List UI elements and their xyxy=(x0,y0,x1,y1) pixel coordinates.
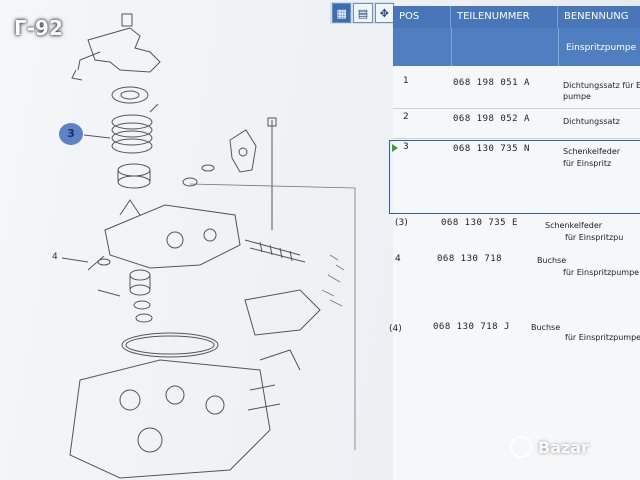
row-part-number: 068 130 718 J xyxy=(433,322,510,332)
row-part-number: 068 130 735 E xyxy=(441,218,518,228)
row-name: Buchse xyxy=(531,323,561,332)
exploded-parts-diagram[interactable]: Г-92 3 4 xyxy=(0,0,390,480)
diagram-list-toggle-button[interactable]: ▦ xyxy=(332,3,352,23)
row-name-2: für Einspritzpu xyxy=(565,233,624,242)
row-part-number: 068 130 735 N xyxy=(453,144,530,154)
selected-row-highlight xyxy=(389,140,640,214)
row-pos: 3 xyxy=(403,142,409,152)
view-toolbar: ▦ ▤ ✥ xyxy=(330,2,394,24)
row-name: Schenkelfeder xyxy=(563,147,621,156)
overlay-label: Г-92 xyxy=(14,16,63,40)
watermark-logo-icon xyxy=(510,436,532,458)
diagram-list-icon: ▦ xyxy=(336,6,347,20)
row-pos: 4 xyxy=(395,254,401,264)
column-header-benennung[interactable]: BENENNUNG xyxy=(558,6,640,28)
table-body: 1 068 198 051 A Dichtungssatz für E pump… xyxy=(389,66,640,480)
table-group-header: Einspritzpumpe xyxy=(393,28,640,66)
move-arrows-icon: ✥ xyxy=(379,6,389,20)
row-name-2: pumpe xyxy=(563,92,591,101)
book-view-button[interactable]: ▤ xyxy=(353,3,373,23)
row-divider xyxy=(393,108,640,109)
row-name: Buchse xyxy=(537,256,567,265)
row-name: Dichtungssatz xyxy=(563,117,620,126)
row-part-number: 068 198 052 A xyxy=(453,114,530,124)
row-pos: (4) xyxy=(389,324,402,334)
move-view-button[interactable]: ✥ xyxy=(374,3,394,23)
row-name-2: für Einspritzpumpe xyxy=(563,268,640,277)
book-icon: ▤ xyxy=(357,6,369,20)
parts-table: POS TEILENUMMER BENENNUNG Einspritzpumpe… xyxy=(389,0,640,480)
watermark: Bazar xyxy=(510,436,589,458)
column-header-pos[interactable]: POS xyxy=(393,6,451,28)
callout-position-4[interactable]: 4 xyxy=(52,252,58,262)
callout-position-3[interactable]: 3 xyxy=(59,123,83,145)
row-name: Dichtungssatz für E xyxy=(563,81,640,90)
row-part-number: 068 198 051 A xyxy=(453,78,530,88)
row-name-2: für Einspritzpumpe xyxy=(565,333,640,342)
row-pos: 1 xyxy=(403,76,409,86)
row-name: Schenkelfeder xyxy=(545,221,603,230)
row-pos: 2 xyxy=(403,112,409,122)
diagram-drawing xyxy=(61,13,356,479)
watermark-text: Bazar xyxy=(538,437,589,457)
row-pos: (3) xyxy=(395,218,408,228)
row-part-number: 068 130 718 xyxy=(437,254,503,264)
column-header-teilenummer[interactable]: TEILENUMMER xyxy=(451,6,558,28)
table-header: POS TEILENUMMER BENENNUNG xyxy=(393,6,640,28)
row-divider xyxy=(393,138,640,139)
selection-arrow-icon xyxy=(392,144,398,152)
row-name-2: für Einspritz xyxy=(563,159,612,168)
lever-bracket xyxy=(87,27,161,73)
group-label: Einspritzpumpe xyxy=(566,43,637,53)
